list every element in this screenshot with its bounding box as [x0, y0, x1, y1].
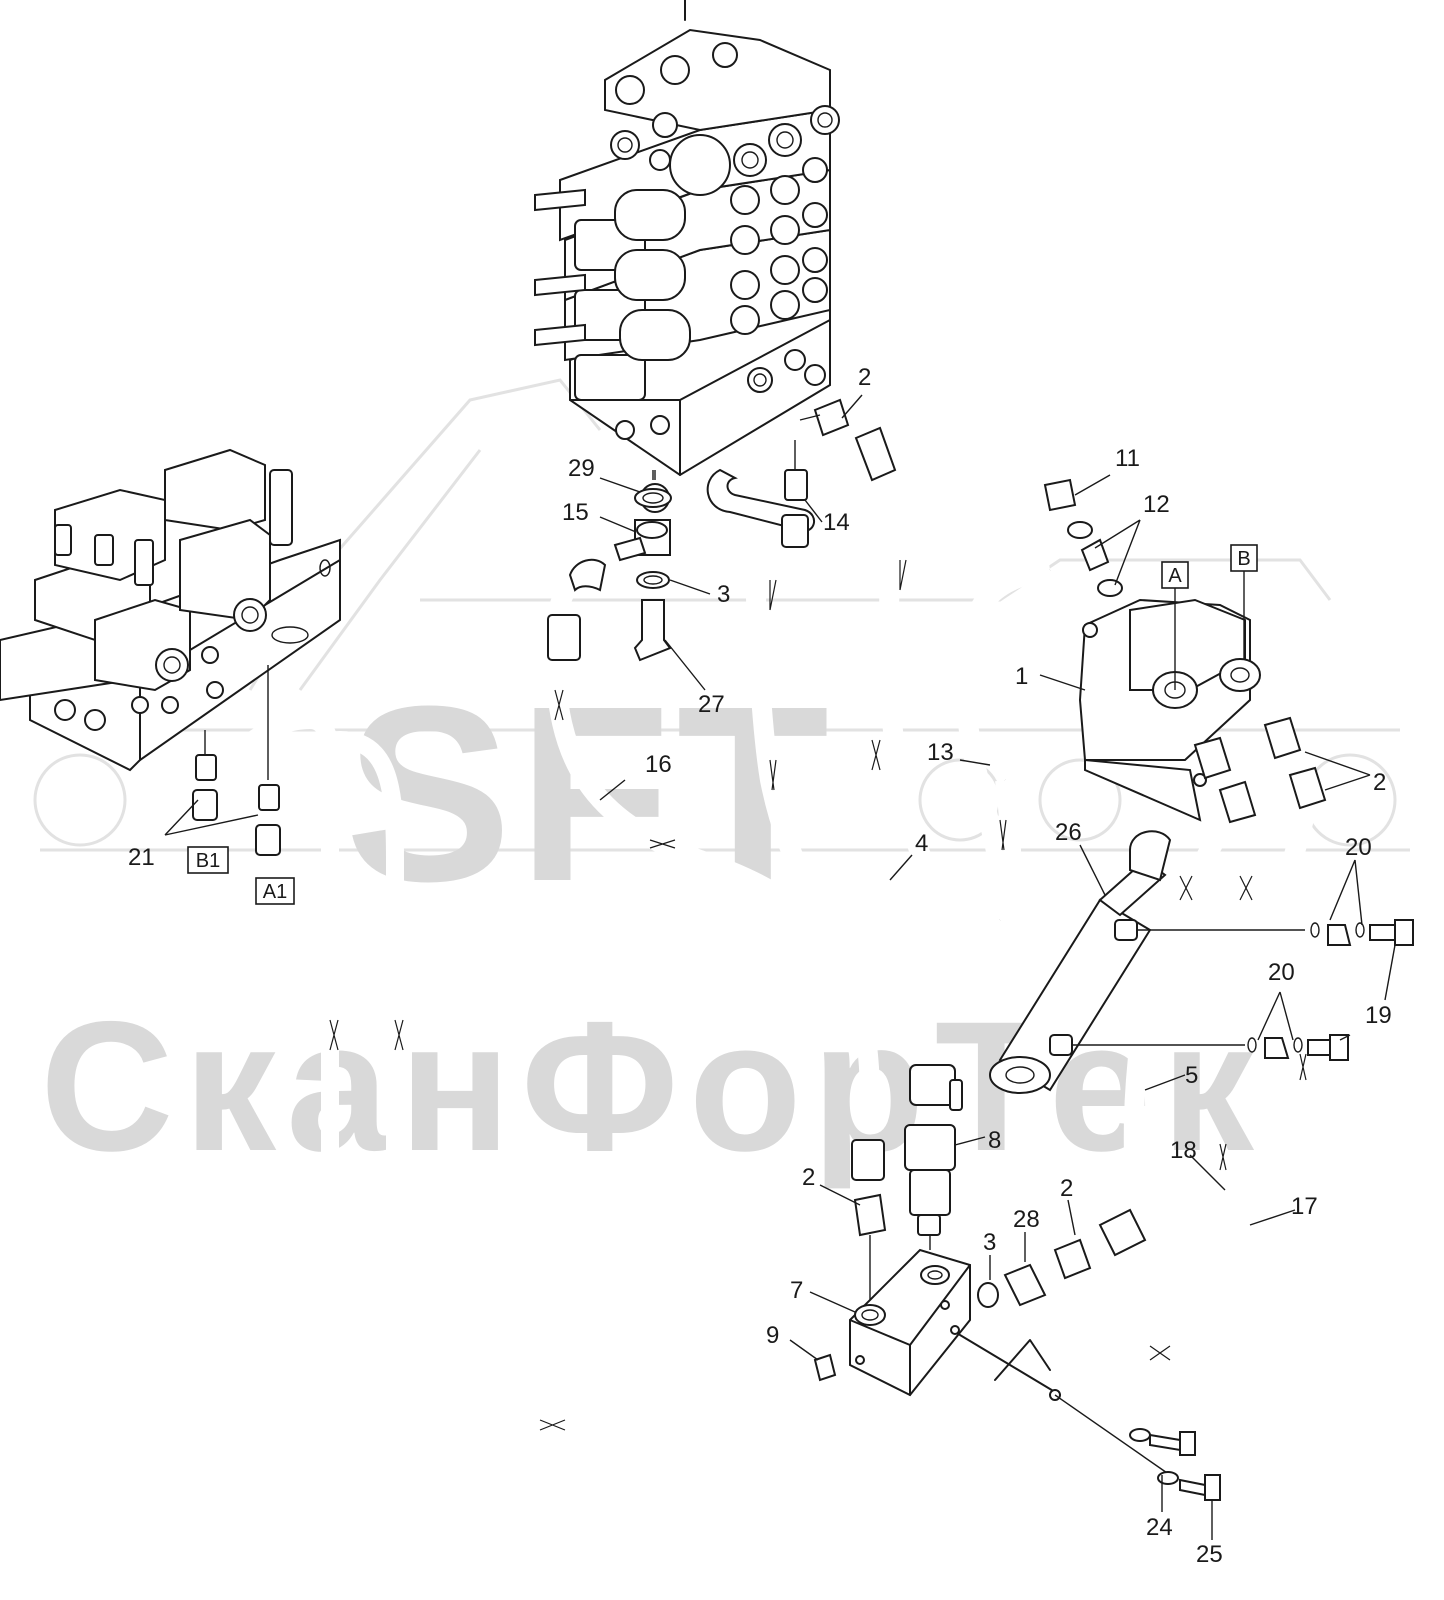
callout-2-top: 2 [858, 364, 871, 391]
port-label-a-text: A [1168, 565, 1182, 587]
hose-top-right [878, 479, 1320, 1026]
callout-27: 27 [698, 691, 725, 718]
port-label-b-text: B [1237, 548, 1250, 570]
callout-28: 28 [1013, 1206, 1040, 1233]
callout-16: 16 [645, 751, 672, 778]
port-label-a1-text: A1 [263, 881, 287, 903]
fittings-19-20 [1247, 919, 1414, 1061]
fittings-2-28-3 [851, 1139, 1147, 1308]
callout-15: 15 [562, 499, 589, 526]
callout-3-lower: 3 [983, 1229, 996, 1256]
elbow-fitting-16-top [547, 558, 607, 661]
port-labels: A B B1 A1 [187, 544, 1258, 905]
hose-4 [745, 539, 1022, 976]
valve-block-7 [813, 1248, 1221, 1501]
hose-18 [201, 710, 1339, 1470]
relief-valve-8 [904, 1064, 963, 1250]
callout-12: 12 [1143, 491, 1170, 518]
hose-reinforcement-marks [329, 559, 1307, 1431]
banjo-assembly-15 [613, 470, 672, 662]
callout-14: 14 [823, 509, 850, 536]
port-label-a1: A1 [255, 877, 295, 905]
callout-numbers: 1 2 2 2 2 3 3 4 5 7 8 9 11 12 13 14 15 1… [128, 364, 1392, 1568]
callout-2-right: 2 [1373, 769, 1386, 796]
callout-5: 5 [1185, 1062, 1198, 1089]
callout-21: 21 [128, 844, 155, 871]
callout-2-lower-left: 2 [802, 1164, 815, 1191]
callout-20-upper: 20 [1345, 834, 1372, 861]
swivel-elbow-14 [706, 440, 815, 548]
hose-13 [954, 560, 1052, 922]
hose-17 [261, 730, 1349, 1495]
callout-24: 24 [1146, 1514, 1173, 1541]
port-label-b: B [1230, 544, 1258, 660]
callout-29: 29 [568, 455, 595, 482]
callout-13: 13 [927, 739, 954, 766]
fitting-2-top [799, 398, 897, 482]
callout-26: 26 [1055, 819, 1082, 846]
port-label-a: A [1161, 561, 1189, 690]
hydraulic-cylinder-26 [989, 830, 1305, 1094]
main-control-valve [534, 0, 840, 513]
callout-4: 4 [915, 830, 928, 857]
rotary-actuator-1 [1043, 478, 1327, 824]
callout-8: 8 [988, 1127, 1001, 1154]
callout-1: 1 [1015, 663, 1028, 690]
leader-lines [164, 394, 1396, 1540]
callout-3-upper: 3 [717, 581, 730, 608]
callout-7: 7 [790, 1277, 803, 1304]
hose-5 [1123, 794, 1249, 1201]
callout-18: 18 [1170, 1137, 1197, 1164]
callout-19: 19 [1365, 1002, 1392, 1029]
callout-2-lower-right: 2 [1060, 1175, 1073, 1202]
port-label-b1: B1 [187, 846, 229, 874]
port-label-b1-text: B1 [196, 850, 220, 872]
callout-9: 9 [766, 1322, 779, 1349]
callout-11: 11 [1115, 445, 1140, 472]
callout-20-lower: 20 [1268, 959, 1295, 986]
callout-17: 17 [1291, 1193, 1318, 1220]
callout-25: 25 [1196, 1541, 1223, 1568]
solenoid-valve-block [0, 448, 341, 856]
